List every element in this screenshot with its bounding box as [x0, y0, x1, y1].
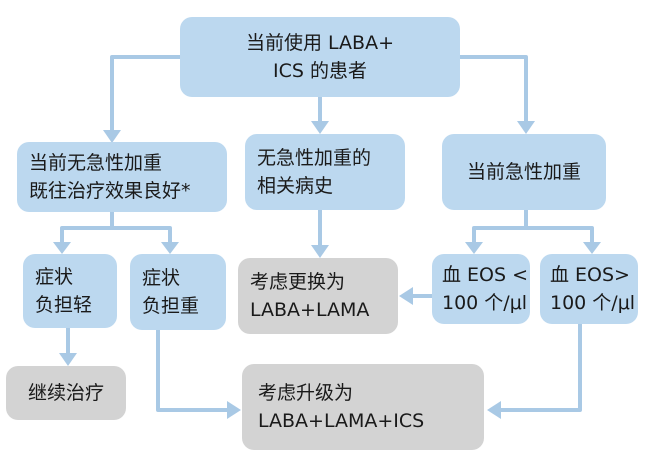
node-heavy-line2: 负担重 — [142, 295, 200, 317]
arrow-start-to-acute — [458, 55, 528, 124]
node-switch: 考虑更换为 LABA+LAMA — [238, 258, 398, 334]
arrow-start-to-good — [110, 55, 184, 134]
node-good-response-line2: 既往治疗效果良好* — [29, 180, 191, 202]
node-eos-high-line2: 100 个/μl — [550, 292, 636, 314]
node-eos-high-line1: 血 EOS> — [550, 264, 630, 286]
arrow-eoshigh-to-upgrade — [498, 322, 582, 412]
node-history-line2: 相关病史 — [257, 175, 334, 197]
node-switch-line1: 考虑更换为 — [250, 271, 346, 293]
node-start-line2: ICS 的患者 — [273, 60, 367, 82]
node-eos-high: 血 EOS> 100 个/μl — [540, 254, 638, 324]
node-acute-line1: 当前急性加重 — [466, 161, 581, 183]
node-switch-line2: LABA+LAMA — [250, 299, 370, 321]
arrow-acute-to-split — [472, 208, 594, 246]
node-heavy-line1: 症状 — [142, 267, 181, 289]
node-continue: 继续治疗 — [6, 366, 126, 420]
node-start: 当前使用 LABA+ ICS 的患者 — [180, 17, 460, 97]
node-history-line1: 无急性加重的 — [257, 147, 372, 169]
node-good-response: 当前无急性加重 既往治疗效果良好* — [17, 142, 227, 212]
arrow-heavy-to-upgrade — [156, 328, 230, 412]
arrow-good-to-split — [60, 210, 172, 246]
node-continue-line1: 继续治疗 — [27, 382, 104, 404]
node-heavy: 症状 负担重 — [130, 254, 226, 330]
node-mild-line2: 负担轻 — [35, 294, 93, 316]
node-acute: 当前急性加重 — [442, 134, 606, 210]
node-eos-low-line2: 100 个/μl — [442, 292, 528, 314]
node-eos-low: 血 EOS < 100 个/μl — [432, 254, 530, 324]
node-good-response-line1: 当前无急性加重 — [29, 152, 163, 174]
node-mild-line1: 症状 — [35, 266, 74, 288]
node-upgrade-line2: LABA+LAMA+ICS — [258, 410, 425, 432]
node-upgrade-line1: 考虑升级为 — [258, 382, 354, 404]
node-eos-low-line1: 血 EOS < — [442, 264, 529, 286]
node-mild: 症状 负担轻 — [23, 254, 117, 328]
node-start-line1: 当前使用 LABA+ — [245, 32, 394, 54]
node-upgrade: 考虑升级为 LABA+LAMA+ICS — [242, 364, 484, 450]
node-history: 无急性加重的 相关病史 — [245, 134, 405, 210]
